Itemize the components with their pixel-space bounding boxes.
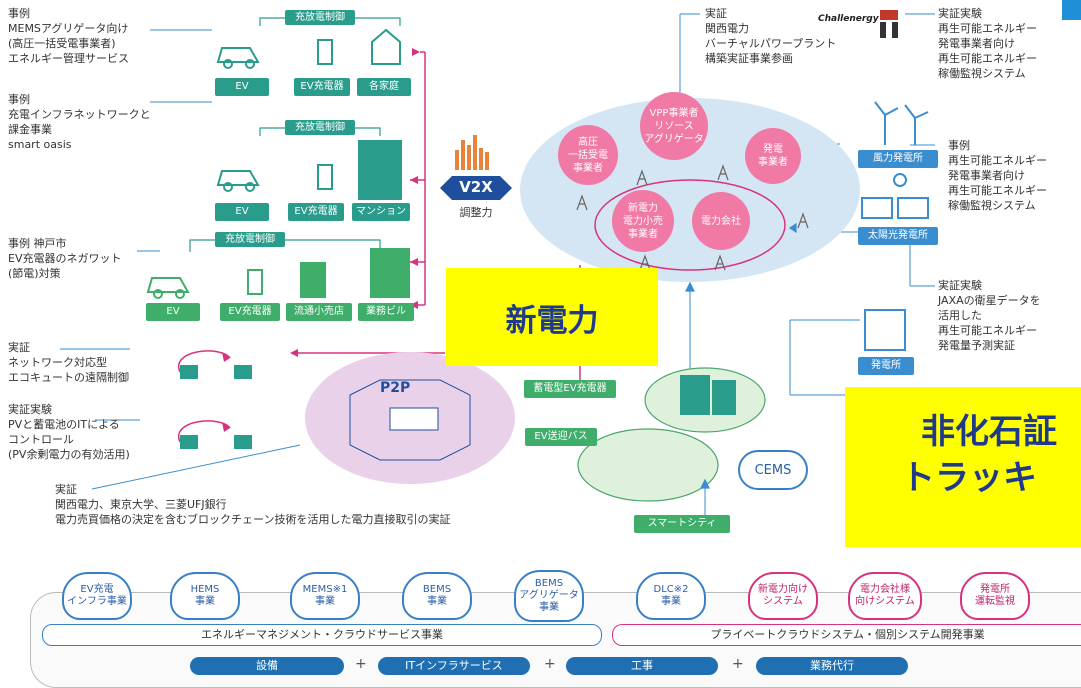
- note-mems: 事例 MEMSアグリゲータ向け (高圧一括受電事業者) エネルギー管理サービス: [8, 7, 129, 65]
- note-challenergy: 実証実験 再生可能エネルギー 発電事業者向け 再生可能エネルギー 稼働監視システ…: [938, 7, 1037, 80]
- power-company-bubble: 電力会社: [692, 192, 750, 250]
- ev-shuttle-bus-label: EV送迎バス: [525, 428, 597, 446]
- plus-sign: +: [544, 656, 556, 672]
- note-kobe: 事例 神戸市 EV充電器のネガワット (節電)対策: [8, 237, 122, 280]
- cloud-service-band: エネルギーマネジメント・クラウドサービス事業: [42, 624, 602, 646]
- note-jaxa: 実証実験 JAXAの衛星データを 活用した 再生可能エネルギー 発電量予測実証: [938, 279, 1041, 352]
- private-cloud-band: プライベートクラウドシステム・個別システム開発事業: [612, 624, 1081, 646]
- vpp-aggregator-bubble: VPP事業者 リソース アグリゲータ: [640, 92, 708, 160]
- corner-marker: [1062, 0, 1081, 20]
- ev-charger-label: EV充電器: [294, 78, 350, 96]
- cloud-bems: BEMS 事業: [402, 572, 472, 620]
- cloud-bems-aggregator: BEMS アグリゲータ 事業: [514, 570, 584, 622]
- note-charging: 事例 充電インフラネットワークと 課金事業 smart oasis: [8, 93, 151, 151]
- cloud-mems: MEMS※1 事業: [290, 572, 360, 620]
- new-power-retailer-bubble: 新電力 電力小売 事業者: [612, 190, 674, 252]
- charge-control-label: 充放電制御: [285, 10, 355, 25]
- note-pv-it: 実証実験 PVと蓄電池のITによる コントロール (PV余剰電力の有効活用): [8, 403, 130, 461]
- home-label: 各家庭: [357, 78, 411, 96]
- cloud-dlc: DLC※2 事業: [636, 572, 706, 620]
- v2x-label: V2X: [459, 178, 493, 196]
- service-it-infra: ITインフラサービス: [378, 657, 530, 675]
- smart-city-label: スマートシティ: [634, 515, 730, 533]
- cems-cloud: CEMS: [738, 450, 808, 490]
- ev-charger-label: EV充電器: [288, 203, 344, 221]
- wind-plant-label: 風力発電所: [858, 150, 938, 168]
- note-ecocute: 実証 ネットワーク対応型 エコキュートの遠隔制御: [8, 341, 129, 384]
- new-power-overlay: 新電力: [446, 268, 658, 366]
- cloud-power-company-system: 電力会社様 向けシステム: [848, 572, 922, 620]
- charge-control-label: 充放電制御: [285, 120, 355, 135]
- ev-label: EV: [215, 78, 269, 96]
- challenergy-logo: Challenergy: [818, 14, 879, 24]
- ev-label: EV: [215, 203, 269, 221]
- plus-sign: +: [732, 656, 744, 672]
- generator-bubble: 発電 事業者: [745, 128, 801, 184]
- service-outsourcing: 業務代行: [756, 657, 908, 675]
- p2p-label: P2P: [380, 380, 411, 396]
- non-fossil-overlay: 非化石証 トラッキ: [845, 387, 1081, 547]
- ev-label: EV: [146, 303, 200, 321]
- service-construction: 工事: [566, 657, 718, 675]
- ev-charger-label: EV充電器: [220, 303, 280, 321]
- mansion-label: マンション: [352, 203, 410, 221]
- cloud-ev-infra: EV充電 インフラ事業: [62, 572, 132, 620]
- v2x-caption: 調整力: [459, 206, 493, 219]
- ev-storage-charger-label: 蓄電型EV充電器: [524, 380, 616, 398]
- note-blockchain: 実証 関西電力、東京大学、三菱UFJ銀行 電力売買価格の決定を含むブロックチェー…: [55, 483, 451, 526]
- solar-plant-label: 太陽光発電所: [858, 227, 938, 245]
- cloud-new-power-system: 新電力向け システム: [748, 572, 818, 620]
- power-plant-label: 発電所: [858, 357, 914, 375]
- koatsu-bubble: 高圧 一括受電 事業者: [558, 125, 618, 185]
- charge-control-label: 充放電制御: [215, 232, 285, 247]
- note-wind: 事例 再生可能エネルギー 発電事業者向け 再生可能エネルギー 稼働監視システム: [948, 139, 1047, 212]
- office-building-label: 業務ビル: [358, 303, 414, 321]
- cloud-hems: HEMS 事業: [170, 572, 240, 620]
- service-equipment: 設備: [190, 657, 344, 675]
- note-vpp: 実証 関西電力 バーチャルパワープラント 構築実証事業参画: [705, 7, 837, 65]
- plus-sign: +: [355, 656, 367, 672]
- retail-shop-label: 流通小売店: [286, 303, 352, 321]
- cloud-plant-monitoring: 発電所 運転監視: [960, 572, 1030, 620]
